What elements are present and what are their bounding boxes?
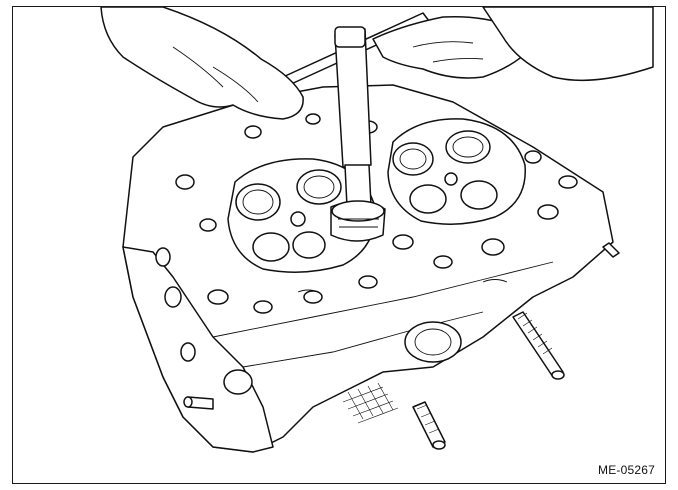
combustion-chamber-right	[387, 118, 526, 225]
illustration-frame: ME-05267	[12, 6, 666, 484]
side-ports	[155, 247, 462, 424]
figure-id-label: ME-05267	[598, 463, 655, 477]
bolt-holes	[175, 113, 578, 314]
technician-hands	[100, 7, 654, 120]
studs	[183, 242, 620, 450]
cylinder-head-drawing	[100, 7, 654, 453]
combustion-chamber-left	[227, 158, 376, 273]
